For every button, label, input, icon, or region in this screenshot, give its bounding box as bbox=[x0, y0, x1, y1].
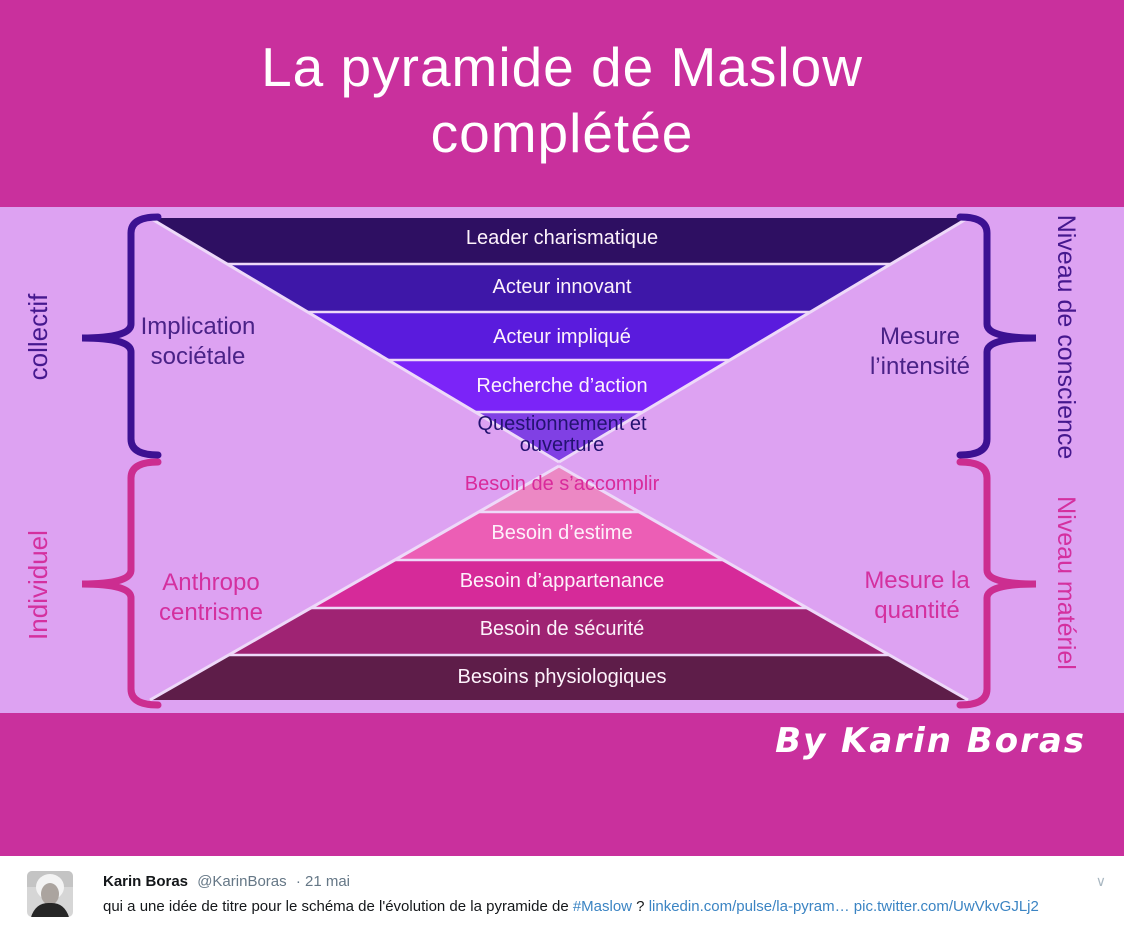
header-band: La pyramide de Maslow complétée bbox=[0, 0, 1124, 207]
label-implication-societale: Implication sociétale bbox=[140, 313, 256, 370]
tweet-author-handle[interactable]: @KarinBoras bbox=[197, 873, 287, 890]
label-collectif: collectif bbox=[23, 293, 53, 381]
pyramid-bottom-level-4 bbox=[229, 608, 889, 655]
band-separators bbox=[227, 262, 891, 657]
tweet-text-before: qui a une idée de titre pour le schéma d… bbox=[103, 898, 573, 915]
level-label-securite: Besoin de sécurité bbox=[479, 618, 645, 640]
level-label-implique: Acteur impliqué bbox=[493, 326, 631, 348]
brace-top-left bbox=[81, 213, 162, 459]
tweet-link-linkedin[interactable]: linkedin.com/pulse/la-pyram… bbox=[648, 898, 850, 915]
tweet-text-middle: ? bbox=[632, 898, 649, 915]
pyramid-bottom-level-5 bbox=[150, 655, 968, 700]
pyramid-top-level-5 bbox=[475, 412, 643, 462]
tweet-row: Karin Boras @KarinBoras · 21 mai qui a u… bbox=[0, 856, 1124, 935]
maslow-diagram: Leader charismatique Acteur innovant Act… bbox=[0, 207, 1124, 713]
page-title: La pyramide de Maslow complétée bbox=[0, 34, 1124, 166]
avatar-photo bbox=[27, 871, 73, 917]
brace-bottom-left bbox=[81, 458, 162, 709]
level-label-accomplir: Besoin de s’accomplir bbox=[464, 473, 660, 495]
label-mesure-intensite: Mesure l’intensité bbox=[869, 323, 971, 380]
tweet-header: Karin Boras @KarinBoras · 21 mai bbox=[103, 872, 350, 891]
label-niveau-de-conscience: Niveau de conscience bbox=[1052, 214, 1080, 460]
level-label-recherche: Recherche d’action bbox=[476, 375, 648, 397]
author-credit: By Karin Boras bbox=[775, 721, 1086, 761]
label-anthropocentrisme: Anthropo centrisme bbox=[158, 569, 264, 626]
label-mesure-quantite: Mesure la quantité bbox=[864, 567, 970, 624]
level-label-appartenance: Besoin d’appartenance bbox=[459, 570, 665, 592]
pyramid-top-level-2 bbox=[227, 264, 891, 312]
tweet-date[interactable]: · 21 mai bbox=[295, 873, 350, 890]
pyramid-edges bbox=[149, 216, 969, 702]
pyramid-bottom-level-2 bbox=[395, 512, 723, 560]
pyramid-bottom-level-1 bbox=[479, 466, 639, 512]
label-niveau-materiel: Niveau matériel bbox=[1052, 496, 1080, 670]
diagram-shapes bbox=[81, 213, 1037, 709]
pyramid-top-level-4 bbox=[388, 360, 730, 412]
pyramid-top-level-3 bbox=[308, 312, 810, 360]
chevron-down-icon[interactable]: ∨ bbox=[1095, 873, 1106, 889]
pyramid-top-level-1 bbox=[150, 218, 968, 264]
avatar[interactable] bbox=[27, 871, 73, 917]
tweet-hashtag-maslow[interactable]: #Maslow bbox=[572, 898, 633, 915]
level-label-estime: Besoin d’estime bbox=[491, 522, 633, 544]
brace-top-right bbox=[956, 213, 1037, 459]
tweet-text: qui a une idée de titre pour le schéma d… bbox=[103, 897, 1053, 916]
tweet-author-name[interactable]: Karin Boras bbox=[103, 873, 189, 890]
level-label-physiologiques: Besoins physiologiques bbox=[457, 666, 667, 688]
level-label-innovant: Acteur innovant bbox=[492, 276, 632, 298]
label-individuel: Individuel bbox=[23, 530, 53, 640]
footer-band: By Karin Boras bbox=[0, 713, 1124, 856]
page-title-line1: La pyramide de Maslow bbox=[261, 36, 863, 98]
brace-bottom-right bbox=[956, 458, 1037, 709]
tweet-link-pic[interactable]: pic.twitter.com/UwVkvGJLj2 bbox=[853, 898, 1039, 915]
page-title-line2: complétée bbox=[430, 102, 694, 164]
pyramid-bottom-level-3 bbox=[311, 560, 807, 608]
level-label-leader: Leader charismatique bbox=[465, 227, 659, 249]
level-label-questionnement: Questionnement et ouverture bbox=[477, 413, 647, 456]
